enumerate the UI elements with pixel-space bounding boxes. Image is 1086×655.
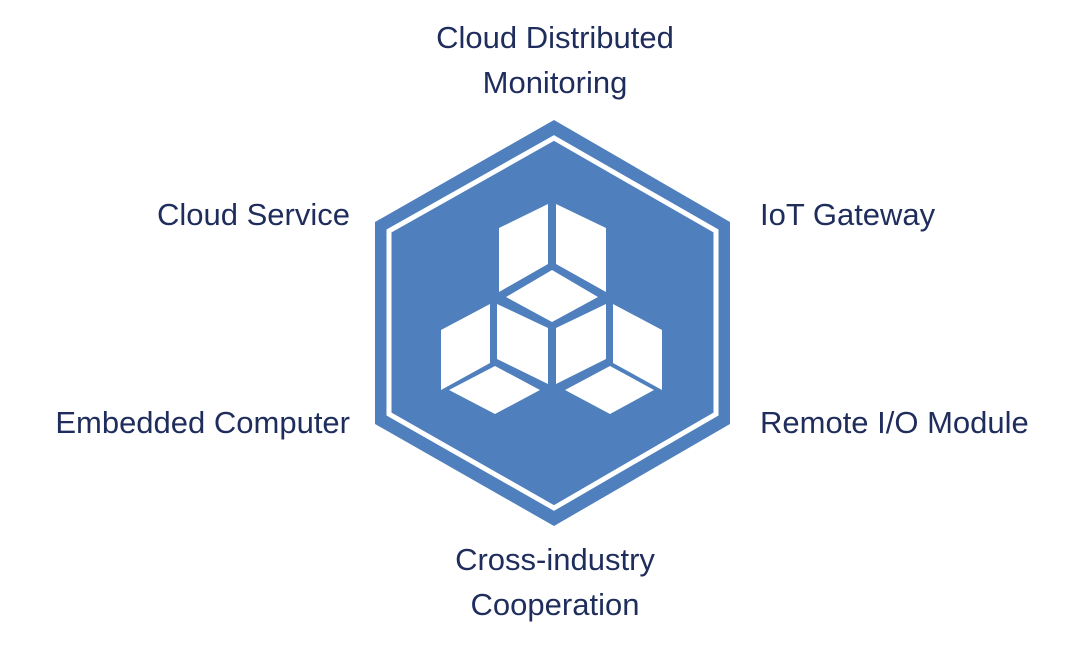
label-line: Cross-industry xyxy=(455,542,655,577)
stacked-cubes-icon xyxy=(441,204,662,414)
label-line: Cloud Distributed xyxy=(436,20,674,55)
label-cloud-distributed-monitoring: Cloud Distributed Monitoring xyxy=(405,16,705,106)
label-iot-gateway: IoT Gateway xyxy=(760,197,936,232)
label-embedded-computer: Embedded Computer xyxy=(55,405,350,440)
label-cross-industry-cooperation: Cross-industry Cooperation xyxy=(405,538,705,628)
label-line: Monitoring xyxy=(482,64,628,100)
hexagon-inner-ring xyxy=(386,135,719,511)
label-remote-io-module: Remote I/O Module xyxy=(760,405,1029,440)
label-cloud-service: Cloud Service xyxy=(157,197,350,232)
label-line: Cooperation xyxy=(470,586,640,622)
hexagon-outer xyxy=(375,120,730,526)
